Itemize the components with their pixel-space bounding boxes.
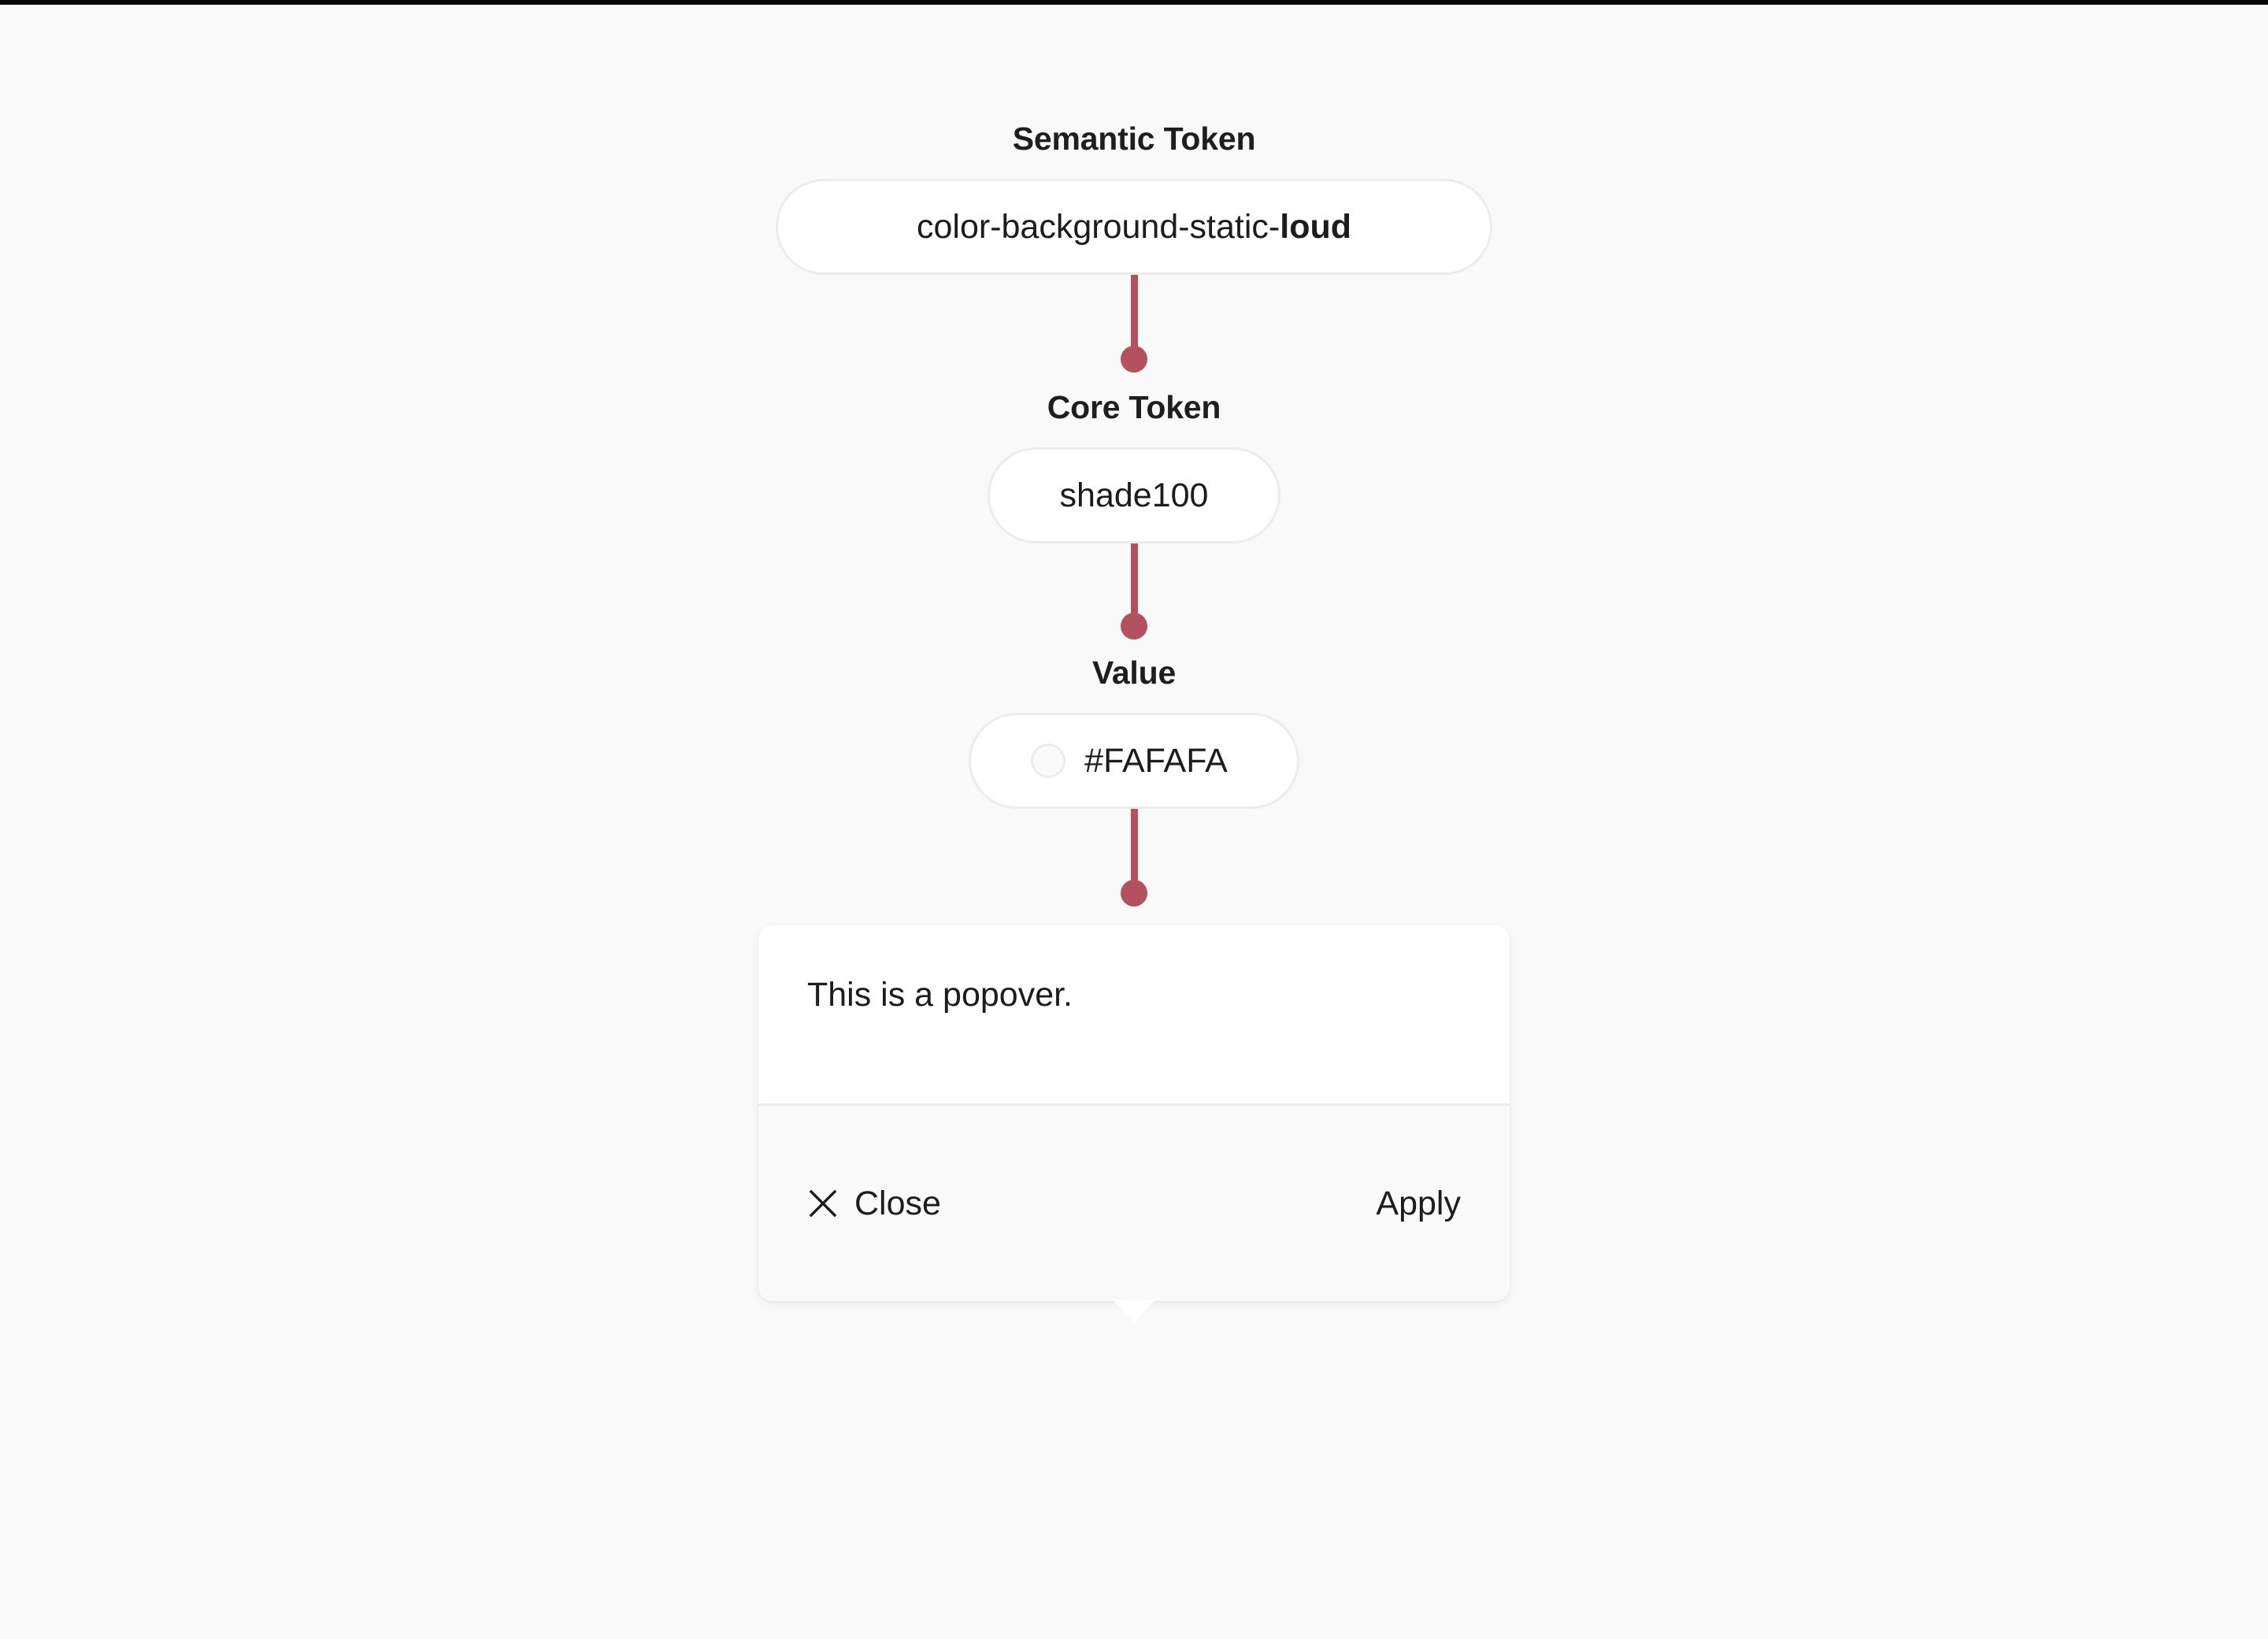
core-token-pill[interactable]: shade100 (988, 447, 1280, 543)
core-token-heading: Core Token (1047, 389, 1221, 425)
popover-message: This is a popover. (807, 976, 1073, 1014)
semantic-token-pill[interactable]: color-background-static-loud (776, 179, 1492, 275)
popover-wrapper: This is a popover. Close Apply (758, 925, 1510, 1323)
connector-line (1130, 275, 1138, 347)
token-flow-diagram: Semantic Token color-background-static-l… (758, 122, 1510, 1323)
connector-line (1130, 543, 1138, 614)
close-button-label: Close (854, 1184, 941, 1222)
popover: This is a popover. Close Apply (758, 925, 1510, 1301)
connector-line (1130, 809, 1138, 881)
connector-dot (1121, 880, 1147, 907)
top-bar (0, 0, 2268, 5)
value-pill[interactable]: #FAFAFA (969, 713, 1299, 809)
node-semantic-token: Semantic Token color-background-static-l… (776, 123, 1492, 275)
popover-divider (758, 1103, 1510, 1106)
close-button[interactable]: Close (807, 1185, 941, 1223)
node-core-token: Core Token shade100 (988, 391, 1280, 543)
semantic-token-prefix: color-background-static- (917, 207, 1280, 246)
connector-value-to-popover (1121, 809, 1147, 907)
popover-footer: Close Apply (758, 1106, 1510, 1301)
connector-semantic-to-core (1121, 275, 1147, 373)
close-x-icon (807, 1188, 839, 1219)
connector-dot (1121, 613, 1147, 640)
semantic-token-suffix: loud (1280, 207, 1351, 246)
node-value: Value #FAFAFA (969, 657, 1299, 809)
color-swatch-icon (1031, 743, 1066, 778)
apply-button-label: Apply (1376, 1184, 1461, 1222)
core-token-value: shade100 (1059, 476, 1209, 514)
value-hex-text: #FAFAFA (1084, 741, 1228, 780)
apply-button[interactable]: Apply (1376, 1185, 1461, 1223)
popover-tail-arrow (1113, 1300, 1155, 1323)
popover-body: This is a popover. (758, 925, 1510, 1103)
connector-core-to-value (1121, 543, 1147, 640)
connector-dot (1121, 346, 1147, 373)
semantic-token-heading: Semantic Token (1012, 121, 1256, 157)
value-heading: Value (1091, 654, 1177, 691)
